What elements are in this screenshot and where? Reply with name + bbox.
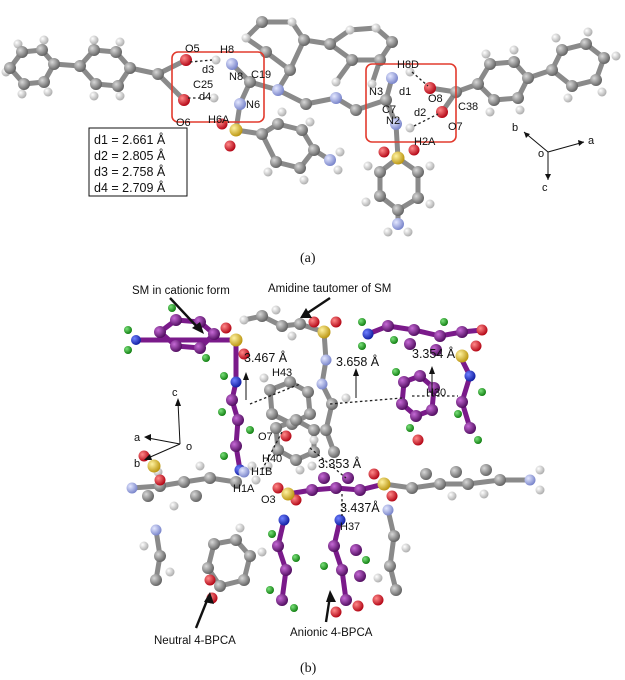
- label-H1B: H1B: [251, 466, 272, 478]
- annotation-neutral: Neutral 4-BPCA: [154, 635, 236, 647]
- label-N2: N2: [386, 115, 400, 127]
- distance-3354: 3.354 Å: [412, 346, 456, 361]
- atoms-panel-b: [124, 304, 545, 618]
- annotation-sm-cationic: SM in cationic form: [132, 285, 230, 297]
- panel-b-structure: SM in cationic form Amidine tautomer of …: [124, 283, 545, 676]
- label-C38: C38: [458, 101, 478, 113]
- atom-labels-panel-b: H43 H30 O7 H40 H1B H1A O3 H37: [233, 367, 446, 533]
- label-C7: C7: [382, 104, 396, 116]
- hydrogen-bonds-panel-a: [188, 59, 439, 127]
- label-H6A: H6A: [208, 114, 230, 126]
- atom-labels-panel-a: O5 H8 d3 N8 C19 C25 d4 N6 O6 H6A H8D N3 …: [176, 43, 478, 148]
- label-C25: C25: [193, 79, 213, 91]
- highlight-box-left: [171, 51, 265, 123]
- label-d3: d3: [202, 64, 214, 76]
- highlight-box-right: [365, 63, 457, 143]
- atoms-panel-a: [1, 16, 621, 237]
- axis-c-label-b: c: [172, 387, 178, 399]
- label-O3: O3: [261, 494, 276, 506]
- axis-a-label-b: a: [134, 432, 141, 444]
- axis-b-label-b: b: [134, 458, 140, 470]
- label-H30: H30: [426, 387, 446, 399]
- label-C19: C19: [251, 69, 271, 81]
- distance-d1: d1 = 2.661 Å: [94, 132, 166, 147]
- distance-d2: d2 = 2.805 Å: [94, 148, 166, 163]
- label-H8D: H8D: [397, 59, 419, 71]
- distance-3353: 3.353 Å: [318, 456, 362, 471]
- annotations-panel-b: SM in cationic form Amidine tautomer of …: [132, 283, 391, 647]
- axis-a-label: a: [588, 135, 595, 147]
- label-H2A: H2A: [414, 136, 436, 148]
- axis-c-label: c: [542, 182, 548, 194]
- distance-d3: d3 = 2.758 Å: [94, 164, 166, 179]
- axis-triad-panel-b: c a b o: [134, 387, 192, 470]
- annotation-arrows: [169, 297, 435, 629]
- label-O7: O7: [258, 431, 273, 443]
- panel-a-structure: O5 H8 d3 N8 C19 C25 d4 N6 O6 H6A H8D N3 …: [1, 16, 621, 266]
- label-d4: d4: [199, 91, 211, 103]
- label-O6: O6: [176, 117, 191, 129]
- annotation-anionic: Anionic 4-BPCA: [290, 627, 373, 639]
- annotation-amidine: Amidine tautomer of SM: [268, 283, 391, 295]
- axis-o-label-b: o: [186, 441, 192, 453]
- label-H43: H43: [272, 367, 292, 379]
- caption-b: (b): [300, 661, 317, 676]
- label-N6: N6: [246, 99, 260, 111]
- label-d2: d2: [414, 107, 426, 119]
- distance-d4: d4 = 2.709 Å: [94, 180, 166, 195]
- axis-triad-panel-a: a b c o: [512, 122, 595, 194]
- label-H37: H37: [340, 521, 360, 533]
- distance-3467: 3.467 Å: [244, 350, 288, 365]
- label-N3: N3: [369, 86, 383, 98]
- axis-b-label: b: [512, 122, 518, 134]
- distances-panel-b: 3.467 Å 3.658 Å 3.354 Å 3.353 Å 3.437Å: [244, 346, 456, 515]
- distance-legend-box: d1 = 2.661 Å d2 = 2.805 Å d3 = 2.758 Å d…: [88, 127, 188, 197]
- distance-3437: 3.437Å: [340, 500, 380, 515]
- label-H1A: H1A: [233, 483, 255, 495]
- label-O5: O5: [185, 43, 200, 55]
- label-H40: H40: [262, 453, 282, 465]
- label-O7: O7: [448, 121, 463, 133]
- label-H8: H8: [220, 44, 234, 56]
- label-N8: N8: [229, 71, 243, 83]
- contacts-panel-b: [249, 383, 458, 516]
- distance-3658: 3.658 Å: [336, 354, 380, 369]
- label-d1: d1: [399, 86, 411, 98]
- axis-o-label: o: [538, 148, 544, 160]
- label-O8: O8: [428, 93, 443, 105]
- caption-a: (a): [300, 251, 316, 266]
